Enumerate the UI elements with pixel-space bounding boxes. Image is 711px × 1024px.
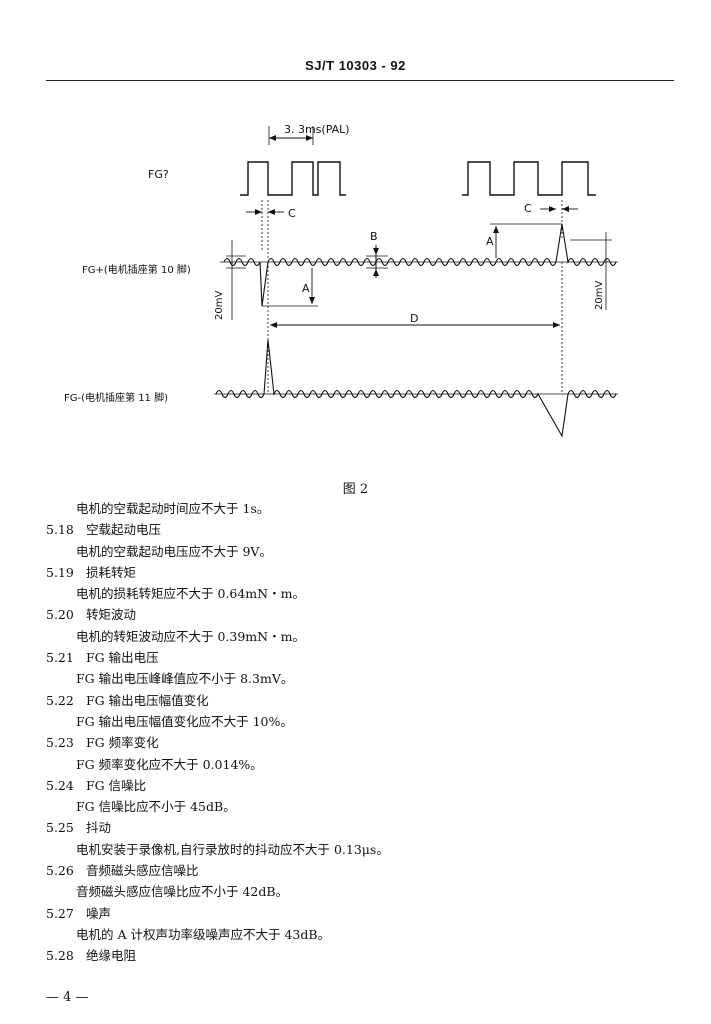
c-label-right: C [524, 202, 532, 215]
section-number: 5.20 [46, 607, 74, 623]
section-title: 抖动 [86, 820, 112, 836]
d-label: D [410, 312, 418, 325]
section-heading: 5.21 FG 输出电压 [46, 647, 666, 668]
figure-caption: 图 2 [342, 482, 369, 497]
fg-plus-label: FG+(电机插座第 10 脚) [82, 263, 191, 276]
a-label-right: A [486, 235, 494, 248]
section-number: 5.23 [46, 735, 74, 751]
section-heading: 5.18 空载起动电压 [46, 519, 666, 540]
fg-square-wave-right [462, 161, 596, 196]
section-title: 空载起动电压 [86, 522, 162, 538]
section-number: 5.21 [46, 650, 74, 666]
mv-label-left: 20mV [214, 291, 225, 320]
fg-plus-waveform [223, 223, 617, 307]
paragraph-line: 电机的转矩波动应不大于 0.39mN・m。 [76, 628, 305, 644]
section-title: 损耗转矩 [86, 564, 137, 580]
section-number: 5.24 [46, 777, 74, 793]
paragraph-line: 电机的空载起动时间应不大于 1s。 [76, 501, 270, 516]
section-title: 转矩波动 [86, 607, 137, 623]
section-title: 绝缘电阻 [86, 948, 137, 964]
a-label-left: A [302, 282, 310, 295]
section-heading: 5.23 FG 频率变化 [46, 732, 666, 753]
section-heading: 5.28 绝缘电阻 [46, 945, 666, 966]
section-heading: 5.24 FG 信噪比 [46, 775, 666, 796]
page-number: — 4 — [46, 990, 89, 1005]
timing-label: 3. 3ms(PAL) [284, 123, 350, 136]
fg-square-wave-left [240, 161, 346, 196]
section-number: 5.26 [46, 863, 74, 879]
section-heading: 5.26 音频磁头感应信噪比 [46, 860, 666, 881]
paragraph-line: FG 频率变化应不大于 0.014%。 [76, 756, 263, 772]
section-number: 5.22 [46, 692, 74, 708]
waveform-figure: 3. 3ms(PAL) FG? C C FG+(电机插座第 10 脚) B A … [64, 123, 618, 438]
section-number: 5.19 [46, 564, 74, 580]
section-number: 5.25 [46, 820, 74, 836]
paragraph-line: FG 输出电压峰峰值应不小于 8.3mV。 [76, 671, 294, 687]
section-title: FG 输出电压 [86, 650, 159, 666]
section-heading: 5.20 转矩波动 [46, 604, 666, 625]
b-label: B [370, 230, 378, 243]
fg-minus-label: FG-(电机插座第 11 脚) [64, 391, 168, 404]
section-title: FG 信噪比 [86, 777, 147, 793]
section-number: 5.18 [46, 522, 74, 538]
paragraph-line: 音频磁头感应信噪比应不小于 42dB。 [76, 884, 289, 900]
section-title: 噪声 [86, 905, 112, 921]
section-heading: 5.27 噪声 [46, 903, 666, 924]
document-code-header: SJ/T 10303 - 92 [305, 58, 406, 73]
paragraph-line: 电机安装于录像机,自行录放时的抖动应不大于 0.13μs。 [76, 841, 389, 857]
fg-signal-label: FG? [148, 168, 169, 181]
section-number: 5.28 [46, 948, 74, 964]
section-heading: 5.25 抖动 [46, 817, 666, 838]
section-heading: 5.19 损耗转矩 [46, 562, 666, 583]
section-heading: 5.22 FG 输出电压幅值变化 [46, 690, 666, 711]
mv-label-right: 20mV [594, 281, 605, 310]
paragraph-line: 电机的损耗转矩应不大于 0.64mN・m。 [76, 586, 305, 602]
header-rule [46, 80, 674, 81]
paragraph-line: 电机的空载起动电压应不大于 9V。 [76, 543, 272, 559]
section-number: 5.27 [46, 905, 74, 921]
paragraph-line: FG 输出电压幅值变化应不大于 10%。 [76, 713, 293, 729]
section-title: 音频磁头感应信噪比 [86, 863, 199, 879]
section-title: FG 频率变化 [86, 735, 159, 751]
fg-minus-waveform [215, 339, 617, 438]
c-label-left: C [288, 207, 296, 220]
paragraph-line: FG 信噪比应不小于 45dB。 [76, 799, 236, 815]
paragraph-line: 电机的 A 计权声功率级噪声应不大于 43dB。 [76, 926, 331, 942]
section-title: FG 输出电压幅值变化 [86, 692, 209, 708]
document-body: 电机的空载起动时间应不大于 1s。5.18 空载起动电压电机的空载起动电压应不大于… [46, 498, 666, 967]
